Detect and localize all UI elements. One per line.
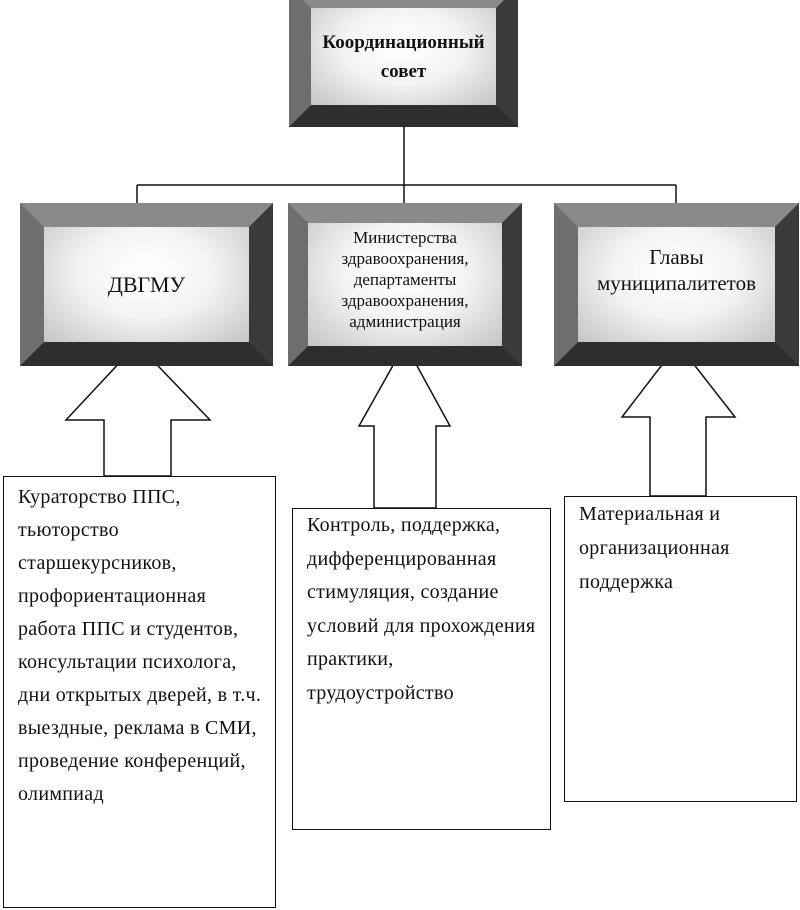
- node-ministry: Министерства здравоохранения, департамен…: [288, 203, 522, 366]
- desc-dvgmu: Кураторство ППС, тьюторство старшекурсни…: [3, 476, 276, 908]
- node-council-label: Координационный совет: [322, 31, 485, 82]
- node-municipal-label: Главы муниципалитетов: [596, 244, 757, 295]
- node-council: Координационный совет: [289, 0, 518, 127]
- desc-ministry: Контроль, поддержка, дифференцированная …: [292, 508, 551, 830]
- node-municipal: Главы муниципалитетов: [554, 203, 799, 366]
- node-ministry-label: Министерства здравоохранения, департамен…: [341, 228, 469, 331]
- arrow-municipal: [620, 342, 737, 497]
- desc-municipal: Материальная и организационная поддержка: [564, 496, 797, 802]
- node-dvgmu: ДВГМУ: [20, 203, 273, 366]
- arrow-ministry: [357, 342, 452, 509]
- node-dvgmu-label: ДВГМУ: [107, 271, 186, 297]
